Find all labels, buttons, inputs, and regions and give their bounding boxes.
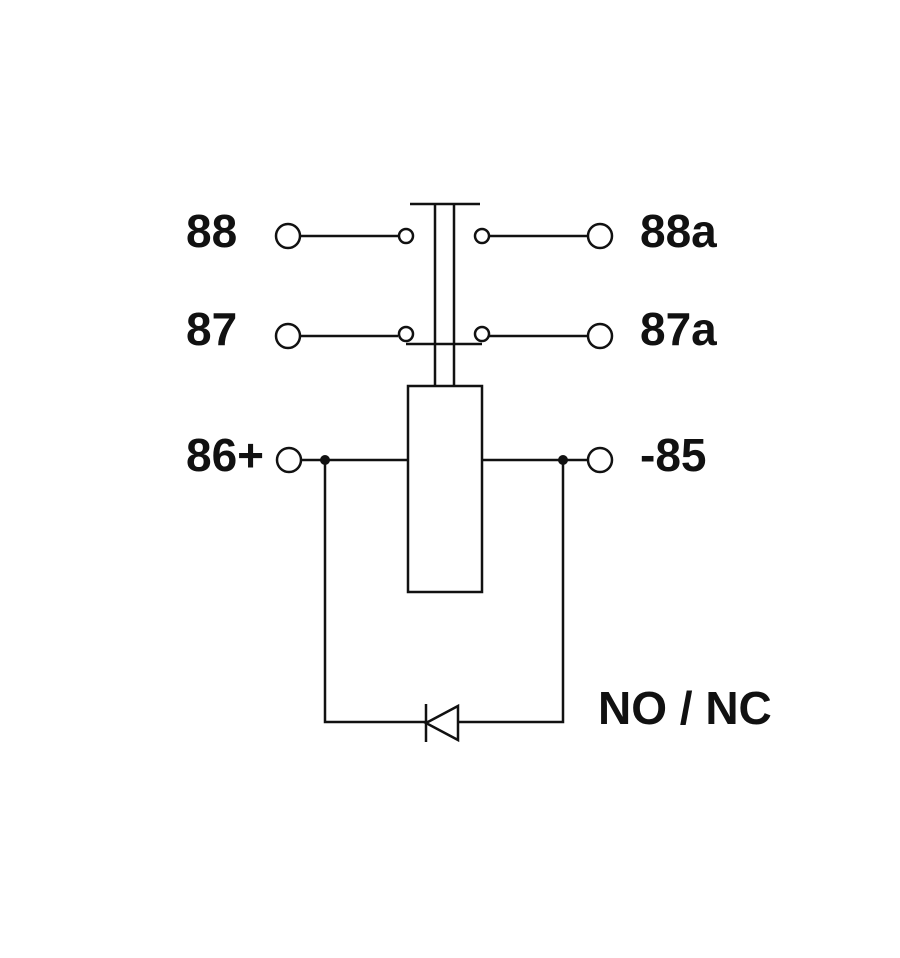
contact-point-88-left: [397, 227, 415, 245]
contact-88-88a: [274, 222, 614, 250]
label-85: -85: [640, 429, 706, 481]
diode-loop: [323, 460, 565, 743]
actuator-plunger: [410, 202, 480, 388]
label-88: 88: [186, 205, 237, 257]
contact-point-88-right: [473, 227, 491, 245]
terminal-87: [274, 322, 302, 350]
coil-circuit: [275, 446, 614, 474]
terminal-88a: [586, 222, 614, 250]
label-87: 87: [186, 303, 237, 355]
label-86: 86+: [186, 429, 264, 481]
relay-type-caption: NO / NC: [598, 682, 772, 734]
relay-coil: [406, 384, 484, 594]
contact-point-87-left: [397, 325, 415, 343]
terminal-85: [586, 446, 614, 474]
terminal-86: [275, 446, 303, 474]
diode-symbol: [423, 703, 460, 743]
label-87a: 87a: [640, 303, 717, 355]
contact-point-87-right: [473, 325, 491, 343]
terminal-88: [274, 222, 302, 250]
contact-87-87a: [274, 322, 614, 350]
terminal-87a: [586, 322, 614, 350]
diode-triangle: [423, 703, 460, 743]
label-88a: 88a: [640, 205, 717, 257]
